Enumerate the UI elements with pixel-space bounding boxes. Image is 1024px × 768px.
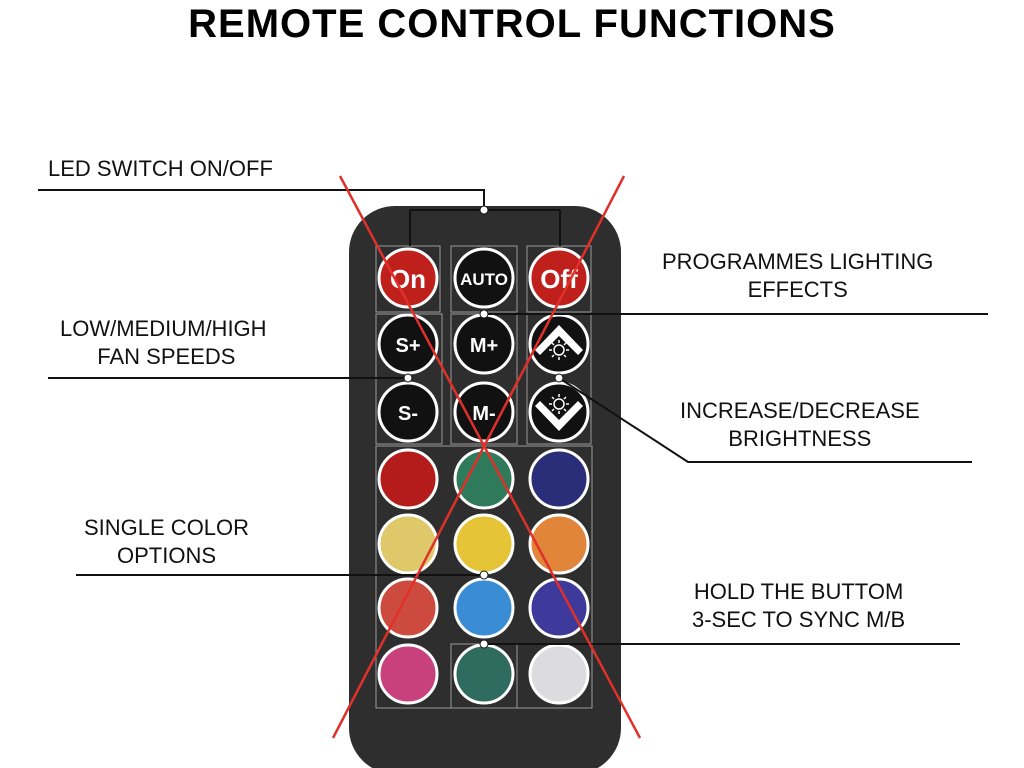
callout-fan-speeds: LOW/MEDIUM/HIGH FAN SPEEDS: [60, 316, 267, 369]
color-button-r3-c3[interactable]: [528, 577, 590, 639]
auto-button[interactable]: AUTO: [453, 247, 515, 309]
auto-button-label: AUTO: [460, 270, 508, 289]
color-button-r2-c2[interactable]: [453, 513, 515, 575]
callout-dot-brightness: [554, 373, 564, 383]
speed-up-label: S+: [395, 335, 420, 357]
color-button-r3-c1[interactable]: [377, 577, 439, 639]
callout-brightness: INCREASE/DECREASE BRIGHTNESS: [680, 398, 920, 451]
sun-chevron-up-icon: [535, 325, 583, 360]
color-button-r4-c2[interactable]: [453, 643, 515, 705]
color-button-grid: [377, 448, 590, 705]
color-button-r4-c3[interactable]: [528, 643, 590, 705]
color-button-r2-c3[interactable]: [528, 513, 590, 575]
callout-sync: HOLD THE BUTTOM 3-SEC TO SYNC M/B: [692, 579, 906, 632]
callout-dot-led: [479, 205, 489, 215]
on-button[interactable]: On: [377, 247, 439, 309]
color-button-r1-c3[interactable]: [528, 448, 590, 510]
mode-down-button[interactable]: M-: [453, 381, 515, 443]
mode-down-label: M-: [472, 403, 495, 425]
off-button[interactable]: Off: [528, 247, 590, 309]
callout-dot-sync: [479, 639, 489, 649]
speed-down-button[interactable]: S-: [377, 381, 439, 443]
brightness-down-button[interactable]: [528, 381, 590, 443]
mode-up-button[interactable]: M+: [453, 313, 515, 375]
frame-on: [375, 245, 441, 313]
color-button-r1-c1[interactable]: [377, 448, 439, 510]
callout-led-switch: LED SWITCH ON/OFF: [48, 156, 273, 181]
callout-line-brightness: [558, 377, 972, 463]
off-button-label: Off: [540, 264, 578, 294]
color-button-r1-c2[interactable]: [453, 448, 515, 510]
color-button-r4-c1[interactable]: [377, 643, 439, 705]
mode-up-label: M+: [470, 335, 498, 357]
page-title: REMOTE CONTROL FUNCTIONS: [188, 2, 836, 46]
callout-dot-fan: [403, 373, 413, 383]
color-button-r2-c1[interactable]: [377, 513, 439, 575]
callout-dot-programmes: [479, 309, 489, 319]
speed-down-label: S-: [398, 403, 418, 425]
callout-dot-color: [479, 570, 489, 580]
brightness-up-button[interactable]: [528, 313, 590, 375]
color-button-r3-c2[interactable]: [453, 577, 515, 639]
callout-single-color: SINGLE COLOR OPTIONS: [84, 515, 250, 568]
callout-programmes: PROGRAMMES LIGHTING EFFECTS: [662, 249, 934, 302]
cross-mark: [331, 175, 642, 739]
sun-chevron-down-icon: [535, 394, 583, 431]
